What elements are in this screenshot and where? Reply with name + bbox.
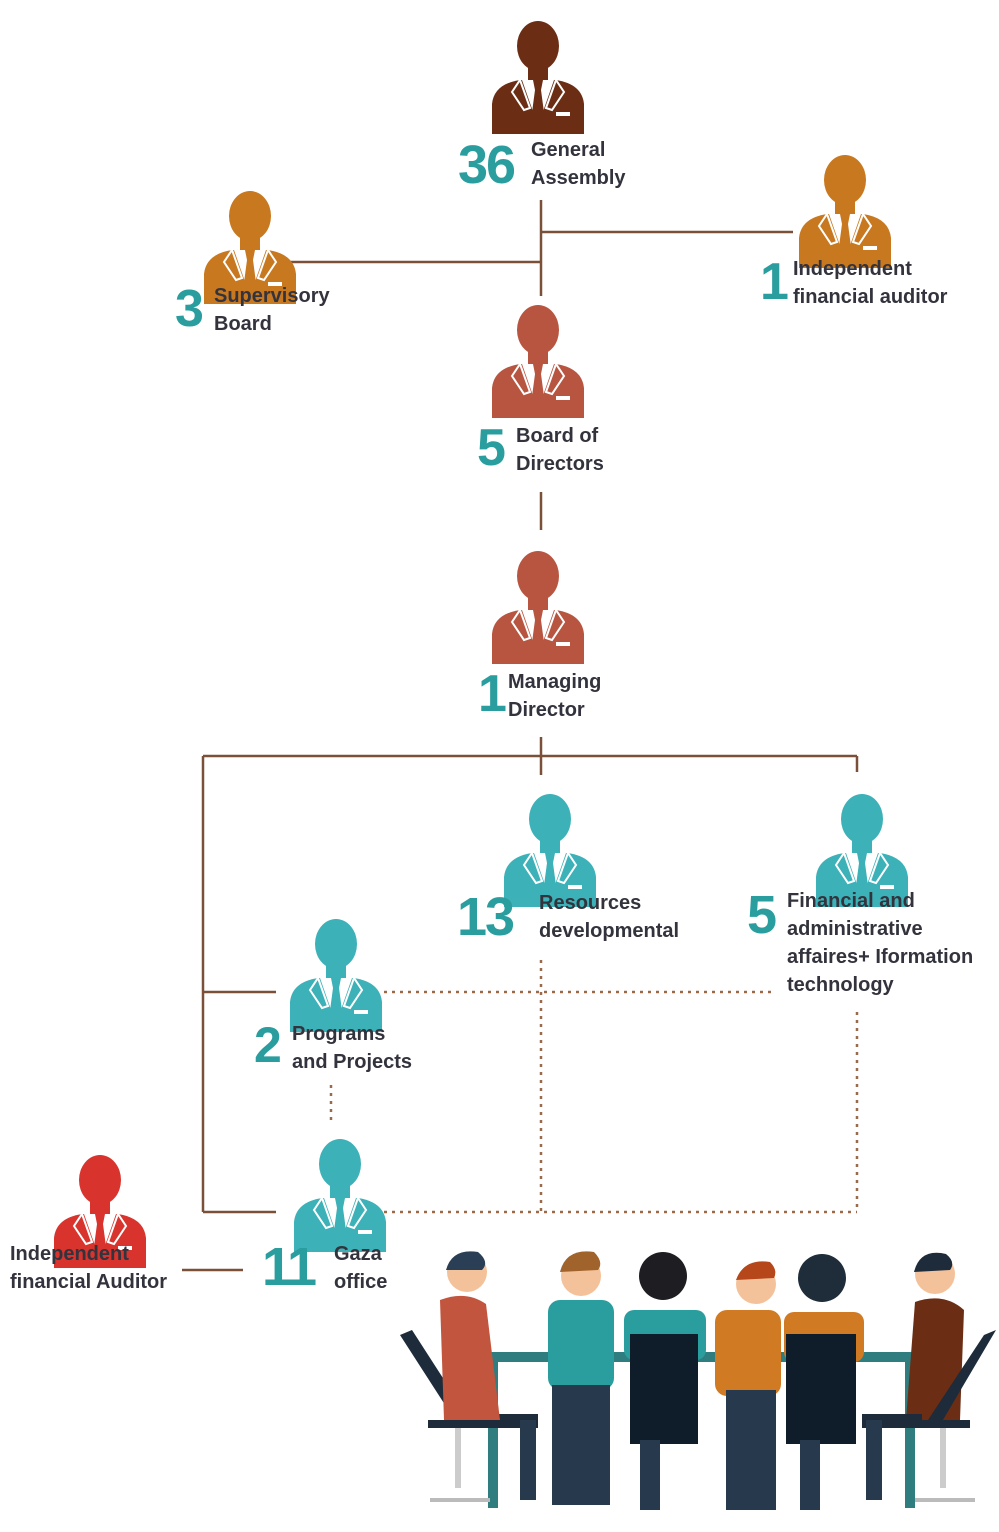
person-icon bbox=[797, 146, 893, 275]
count-managing-director: 1 bbox=[478, 665, 507, 723]
label-programs-and-projects: Programs and Projects bbox=[292, 1023, 413, 1073]
label-independent-financial-auditor-bottom: Independent financial Auditor bbox=[10, 1243, 168, 1293]
count-financial-administrative-it: 5 bbox=[747, 885, 777, 945]
person-icon bbox=[814, 785, 910, 914]
person-icon bbox=[52, 1146, 148, 1275]
person-icon bbox=[288, 910, 384, 1039]
label-board-of-directors: Board of Directors bbox=[516, 425, 604, 475]
label-resources-developmental: Resources developmental bbox=[539, 892, 680, 942]
label-financial-administrative-it: Financial and administrative affaires+ I… bbox=[787, 890, 974, 996]
person-icon bbox=[292, 1130, 388, 1259]
label-supervisory-board: Supervisory Board bbox=[214, 285, 330, 335]
label-gaza-office: Gaza office bbox=[334, 1243, 388, 1293]
person-icon bbox=[490, 296, 586, 425]
count-board-of-directors: 5 bbox=[477, 419, 506, 477]
person-icon bbox=[490, 12, 586, 141]
connector-lines bbox=[182, 200, 859, 1272]
person-icon bbox=[490, 542, 586, 671]
label-managing-director: Managing Director bbox=[508, 671, 602, 721]
count-programs-and-projects: 2 bbox=[254, 1017, 282, 1073]
count-gaza-office: 11 bbox=[262, 1237, 317, 1297]
person-icon bbox=[502, 785, 598, 914]
count-resources-developmental: 13 bbox=[457, 887, 515, 947]
person-icon bbox=[202, 182, 298, 311]
count-general-assembly: 36 bbox=[458, 135, 516, 195]
count-independent-financial-auditor-top: 1 bbox=[760, 253, 789, 311]
label-independent-financial-auditor-top: Independent financial auditor bbox=[793, 258, 948, 308]
team-meeting-illustration bbox=[400, 1251, 996, 1510]
count-supervisory-board: 3 bbox=[175, 280, 204, 338]
label-general-assembly: General Assembly bbox=[531, 139, 626, 189]
